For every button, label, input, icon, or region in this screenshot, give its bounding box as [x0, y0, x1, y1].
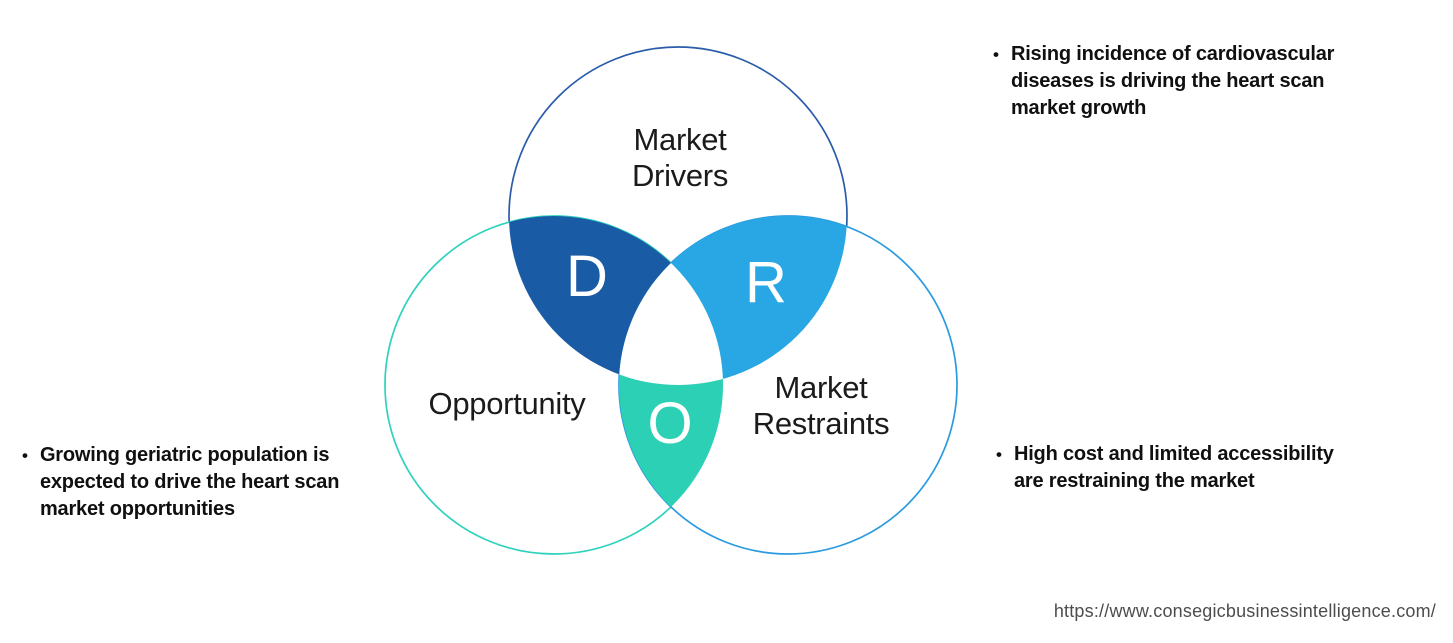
drivers-bullet-text: Rising incidence of cardiovascular disea…: [1010, 43, 1335, 119]
drivers-bullet: • Rising incidence of cardiovascular dis…: [993, 41, 1334, 122]
drivers-circle-label: Market Drivers: [631, 122, 729, 193]
restraints-lens-letter: R: [745, 250, 787, 315]
restraints-bullet-text: High cost and limited accessibility are …: [1013, 443, 1334, 492]
drivers-lens-letter: D: [566, 244, 608, 309]
bullet-dot: •: [993, 45, 999, 64]
restraints-bullet: • High cost and limited accessibility ar…: [996, 441, 1334, 495]
bullet-dot: •: [22, 446, 28, 465]
opportunity-bullet-text: Growing geriatric population is expected…: [39, 444, 340, 520]
source-url: https://www.consegicbusinessintelligence…: [1053, 601, 1436, 621]
bullet-dot: •: [996, 445, 1002, 464]
opportunity-circle-label: Opportunity: [428, 386, 586, 421]
restraints-circle-label: Market Restraints: [752, 370, 890, 441]
opportunity-lens-letter: O: [647, 391, 693, 456]
opportunity-bullet: • Growing geriatric population is expect…: [22, 442, 339, 523]
